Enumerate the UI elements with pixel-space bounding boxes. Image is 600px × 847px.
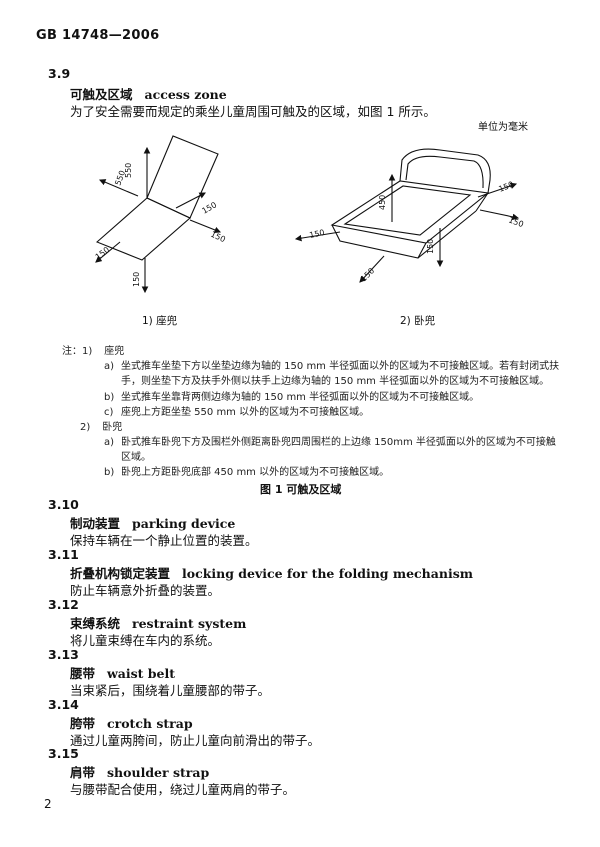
clause-number: 3.14 [48,697,79,712]
term-cn: 腰带 [70,666,96,681]
definition: 防止车辆意外折叠的装置。 [70,583,221,598]
term-cn: 可触及区域 [70,87,133,102]
clause-number: 3.11 [48,547,79,562]
seat-dimension-labels: 550 550 150 150 150 150 [94,163,227,287]
term-en: waist belt [107,666,176,681]
dim-150-label-2: 150 [209,230,227,245]
note-1c-mark: c) [104,407,114,418]
definition: 通过儿童两胯间，防止儿童向前滑出的带子。 [70,733,321,748]
note-2a-line-2: 区域。 [121,452,151,463]
note-1b-text: 坐式推车坐靠背两侧边缘为轴的 150 mm 半径弧面以外的区域为不可接触区域。 [121,392,480,403]
dim-150-label-5: 150 [309,228,326,240]
term-cn: 肩带 [70,765,96,780]
note-1a-line-1: 坐式推车坐垫下方以坐垫边缘为轴的 150 mm 半径弧面以外的区域为不可接触区域… [121,361,560,372]
definition: 将儿童束缚在车内的系统。 [70,633,221,648]
dim-150-label-6: 150 [497,180,515,194]
term-en: locking device for the folding mechanism [182,566,473,581]
term-en: crotch strap [107,716,193,731]
definition: 当束紧后，围绕着儿童腰部的带子。 [70,683,271,698]
clause-number: 3.10 [48,497,79,512]
clause-number: 3.9 [48,66,71,81]
definition: 保持车辆在一个静止位置的装置。 [70,533,258,548]
dim-150-label-4: 150 [132,272,141,287]
term-en: shoulder strap [107,765,210,780]
seat-unit-drawing [95,135,222,294]
term: 折叠机构锁定装置 locking device for the folding m… [70,563,473,582]
note-2-heading: 2)卧兜 [80,422,123,433]
term: 束缚系统 restraint system [70,613,246,632]
term: 肩带 shoulder strap [70,762,209,781]
term-en: access zone [144,87,227,102]
note-1-heading: 注：1)座兜 [62,346,125,357]
clause-number: 3.13 [48,647,79,662]
term-cn: 制动装置 [70,516,121,531]
unit-note: 单位为毫米 [478,122,528,133]
dim-150-label-9: 150 [359,266,376,283]
term-en: parking device [132,516,236,531]
dim-550-label: 550 [124,163,133,178]
clause-number: 3.12 [48,597,79,612]
note-1a-mark: a) [104,361,115,372]
carrycot-drawing [294,148,520,283]
figure-1-diagram: 550 550 150 150 150 150 450 150 150 15 [94,135,525,294]
definition: 为了安全需要而规定的乘坐儿童周围可触及的区域，如图 1 所示。 [70,104,436,119]
term: 腰带 waist belt [70,663,175,682]
clause-number: 3.15 [48,746,79,761]
note-2a-line-1: 卧式推车卧兜下方及围栏外侧距离卧兜四周围栏的上边缘 150mm 半径弧面以外的区… [121,437,556,448]
dim-450-label: 450 [378,195,387,210]
term: 可触及区域 access zone [70,84,227,103]
term: 胯带 crotch strap [70,713,193,732]
subfigure-2-label: 2) 卧兜 [400,315,436,327]
note-1c-text: 座兜上方距坐垫 550 mm 以外的区域为不可接触区域。 [121,407,370,418]
dim-150-label-8: 150 [426,239,435,254]
note-1b-mark: b) [104,392,115,403]
subfigure-1-label: 1) 座兜 [142,315,178,327]
term-cn: 胯带 [70,716,96,731]
note-2b-mark: b) [104,467,115,478]
term: 制动装置 parking device [70,513,235,532]
standard-code: GB 14748—2006 [36,28,160,43]
note-2a-mark: a) [104,437,115,448]
dim-150-label-3: 150 [94,245,112,262]
figure-caption: 图 1 可触及区域 [260,483,342,496]
carrycot-dimension-labels: 450 150 150 150 150 150 [309,180,525,284]
definition: 与腰带配合使用，绕过儿童两肩的带子。 [70,782,296,797]
dim-150-label-7: 150 [507,215,524,229]
term-cn: 折叠机构锁定装置 [70,566,171,581]
page-number: 2 [44,797,52,811]
term-cn: 束缚系统 [70,616,121,631]
note-1a-line-2: 手，则坐垫下方及扶手外侧以扶手上边缘为轴的 150 mm 半径弧面以外的区域为不… [121,376,550,387]
note-2b-text: 卧兜上方距卧兜底部 450 mm 以外的区域为不可接触区域。 [121,467,390,478]
dim-150-label: 150 [201,200,219,215]
term-en: restraint system [132,616,247,631]
